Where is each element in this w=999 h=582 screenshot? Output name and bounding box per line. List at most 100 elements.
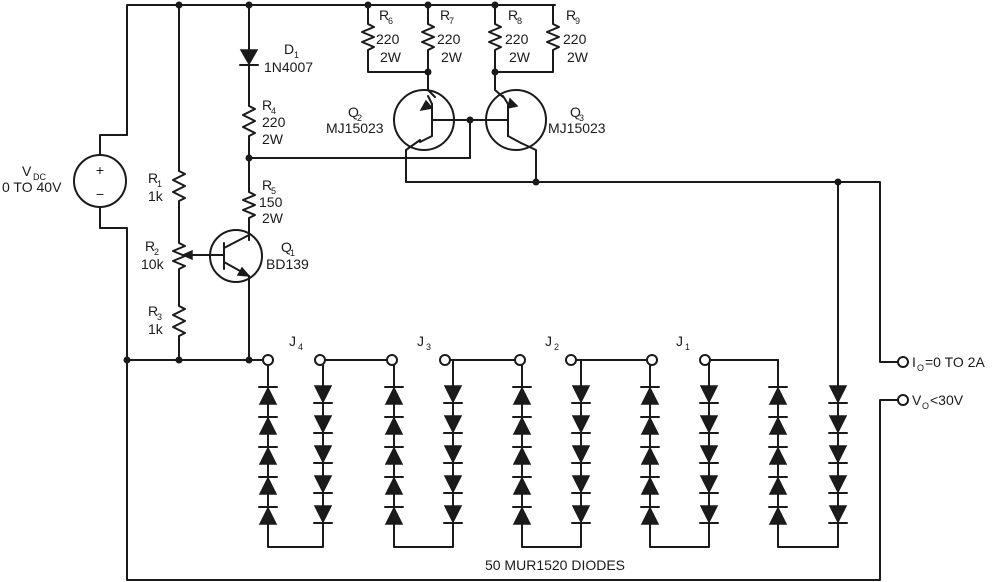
diode-d1: D 1 1N4007 bbox=[239, 41, 313, 75]
r5-ref: R bbox=[262, 177, 272, 193]
r5-power: 2W bbox=[262, 210, 284, 226]
resistor-r7: R 7 220 2W bbox=[421, 7, 463, 65]
diode bbox=[313, 505, 333, 524]
diode bbox=[258, 416, 278, 435]
diode bbox=[443, 505, 463, 524]
diode bbox=[571, 445, 591, 464]
q3-sub: 3 bbox=[579, 113, 584, 123]
resistor-r9: R 9 220 2W bbox=[546, 7, 589, 65]
diode bbox=[768, 416, 788, 435]
transistor-q1: Q 1 BD139 bbox=[209, 229, 309, 283]
resistor-r8: R 8 220 2W bbox=[488, 7, 531, 65]
output-current-terminal: I O =0 TO 2A bbox=[897, 354, 985, 373]
r3-sub: 3 bbox=[157, 312, 162, 322]
diode bbox=[512, 416, 532, 435]
diode bbox=[443, 475, 463, 494]
diode bbox=[699, 505, 719, 524]
diode-string bbox=[699, 379, 719, 531]
diode bbox=[258, 506, 278, 525]
diode-string bbox=[512, 379, 532, 531]
diode bbox=[699, 385, 719, 404]
q1-sub: 1 bbox=[290, 248, 295, 258]
resistor-r5: R 5 150 2W bbox=[242, 177, 284, 226]
r3-value: 1k bbox=[148, 321, 164, 337]
diode-string bbox=[443, 379, 463, 531]
resistor-r4: R 4 220 2W bbox=[242, 97, 286, 147]
diode bbox=[640, 476, 660, 495]
d1-ref: D bbox=[284, 41, 294, 57]
diode bbox=[512, 446, 532, 465]
r9-sub: 9 bbox=[575, 16, 580, 26]
diode bbox=[571, 415, 591, 434]
r2-ref: R bbox=[145, 238, 155, 254]
r6-sub: 6 bbox=[388, 16, 393, 26]
source-name-sub: DC bbox=[33, 172, 46, 182]
output-current-name: I bbox=[912, 354, 916, 370]
diode bbox=[384, 446, 404, 465]
source-name: V bbox=[22, 163, 32, 179]
r7-sub: 7 bbox=[449, 16, 454, 26]
r1-sub: 1 bbox=[157, 179, 162, 189]
resistor-r6: R 6 220 2W bbox=[361, 7, 402, 65]
r4-ref: R bbox=[262, 97, 272, 113]
diode bbox=[828, 415, 848, 434]
diode bbox=[699, 445, 719, 464]
r6-power: 2W bbox=[380, 49, 402, 65]
r4-value: 220 bbox=[262, 114, 286, 130]
r5-value: 150 bbox=[259, 194, 283, 210]
diode-string bbox=[640, 379, 660, 531]
diode bbox=[571, 385, 591, 404]
source-plus-sign: + bbox=[96, 162, 104, 178]
diode-string bbox=[258, 379, 278, 531]
r2-value: 10k bbox=[141, 256, 165, 272]
r9-power: 2W bbox=[567, 49, 589, 65]
potentiometer-r2: R 2 10k bbox=[141, 238, 193, 273]
diode bbox=[768, 446, 788, 465]
diode bbox=[571, 475, 591, 494]
diode bbox=[828, 445, 848, 464]
r6-value: 220 bbox=[376, 31, 400, 47]
diode bbox=[640, 506, 660, 525]
diode-strings bbox=[258, 379, 848, 531]
j1-ref: J bbox=[676, 333, 683, 349]
diode-string bbox=[571, 379, 591, 531]
j4-ref: J bbox=[289, 333, 296, 349]
resistor-r3: R 3 1k bbox=[148, 301, 186, 341]
diode bbox=[699, 475, 719, 494]
r7-power: 2W bbox=[441, 49, 463, 65]
output-voltage-sub: O bbox=[922, 401, 929, 411]
diode bbox=[828, 385, 848, 404]
output-voltage-terminal: V O <30V bbox=[897, 392, 964, 411]
r7-value: 220 bbox=[437, 31, 461, 47]
diode bbox=[828, 505, 848, 524]
diode bbox=[512, 506, 532, 525]
r7-ref: R bbox=[440, 7, 450, 23]
r3-ref: R bbox=[148, 303, 158, 319]
diode bbox=[768, 386, 788, 405]
diode bbox=[384, 386, 404, 405]
r1-value: 1k bbox=[148, 188, 164, 204]
jumper-j1: J 1 bbox=[646, 333, 711, 366]
j3-sub: 3 bbox=[426, 342, 431, 352]
r8-value: 220 bbox=[505, 31, 529, 47]
diode-caption: 50 MUR1520 DIODES bbox=[485, 557, 625, 573]
diode bbox=[699, 415, 719, 434]
diode bbox=[258, 386, 278, 405]
q3-part: MJ15023 bbox=[548, 120, 606, 136]
q3-ref: Q bbox=[570, 104, 581, 120]
r2-sub: 2 bbox=[154, 247, 159, 257]
jumper-j4: J 4 bbox=[262, 333, 326, 366]
diode bbox=[768, 476, 788, 495]
output-current-text: =0 TO 2A bbox=[925, 354, 985, 370]
diode bbox=[443, 445, 463, 464]
diode bbox=[313, 445, 333, 464]
jumper-j2: J 2 bbox=[514, 333, 577, 366]
diode bbox=[768, 506, 788, 525]
diode-string bbox=[768, 379, 788, 531]
diode bbox=[640, 446, 660, 465]
diode bbox=[571, 505, 591, 524]
diode bbox=[313, 415, 333, 434]
output-voltage-name: V bbox=[912, 392, 922, 408]
r8-power: 2W bbox=[509, 49, 531, 65]
